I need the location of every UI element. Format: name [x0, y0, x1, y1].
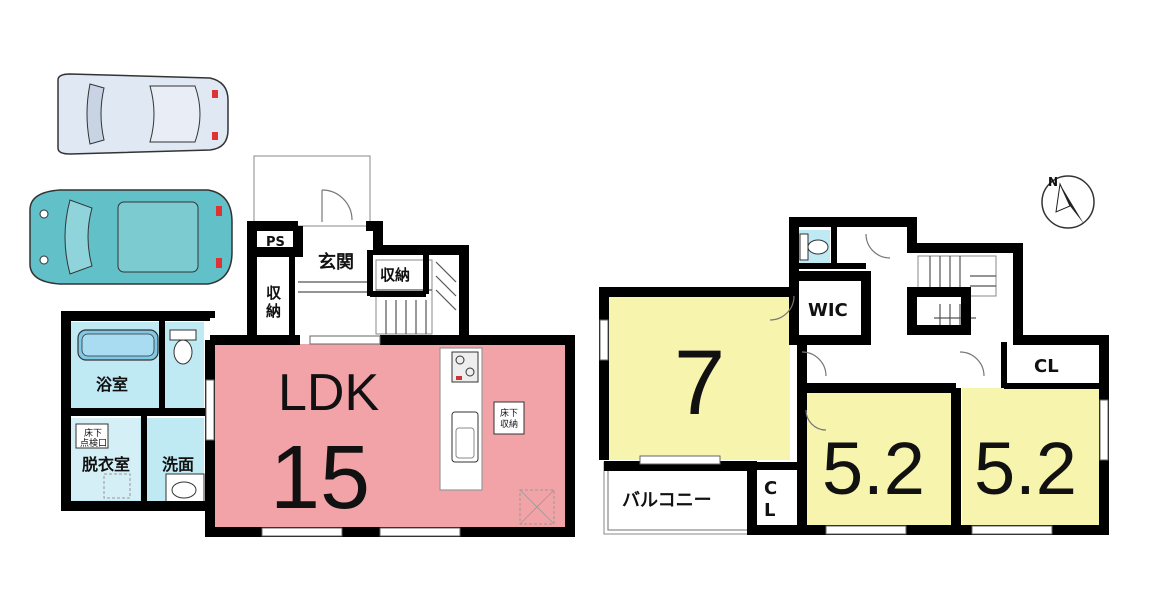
balcony-label: バルコニー — [622, 490, 712, 511]
bath-label: 浴室 — [96, 375, 128, 394]
svg-text:L: L — [764, 500, 775, 521]
closet-vertical-label: C L — [764, 478, 777, 521]
genkan-label: 玄関 — [318, 251, 354, 273]
wall — [599, 217, 1109, 535]
wic-label: WIC — [808, 300, 848, 321]
svg-text:点検口: 点検口 — [80, 437, 107, 449]
svg-text:納: 納 — [266, 302, 281, 320]
storage-vertical-label: 収 納 — [266, 284, 282, 320]
svg-text:床下: 床下 — [84, 427, 102, 439]
svg-text:収納: 収納 — [500, 418, 518, 430]
svg-text:N: N — [1048, 175, 1058, 189]
wall — [61, 221, 575, 537]
svg-text:C: C — [764, 478, 777, 499]
ldk-name: LDK — [278, 364, 379, 422]
room-5-2-a-size: 5.2 — [822, 427, 925, 510]
room-7-size: 7 — [674, 332, 725, 434]
north-arrow-icon: N — [1041, 175, 1095, 229]
svg-text:収: 収 — [266, 284, 282, 302]
ldk-size: 15 — [270, 428, 370, 528]
ldk-room — [210, 344, 566, 530]
storage-label: 収納 — [380, 266, 410, 284]
underfloor-inspection-label: 床下 点検口 — [80, 427, 107, 449]
room-5-2-a — [800, 390, 952, 526]
sink-icon — [165, 473, 205, 503]
bathtub-icon — [77, 329, 159, 361]
underfloor-storage-label: 床下 収納 — [500, 407, 518, 430]
room-5-2-b-size: 5.2 — [974, 427, 1077, 510]
senmen-label: 洗面 — [162, 455, 194, 474]
toilet-icon — [169, 329, 197, 365]
room-7 — [608, 296, 790, 460]
datsui-label: 脱衣室 — [82, 455, 130, 474]
svg-text:床下: 床下 — [500, 407, 518, 419]
sink-icon — [451, 411, 479, 463]
car-icon — [29, 189, 233, 285]
toilet-icon — [799, 233, 829, 261]
ps-label: PS — [266, 235, 285, 250]
stove-icon — [451, 351, 479, 383]
closet-label: CL — [1034, 356, 1059, 377]
car-icon — [57, 73, 229, 155]
room-5-2-b — [962, 388, 1100, 526]
